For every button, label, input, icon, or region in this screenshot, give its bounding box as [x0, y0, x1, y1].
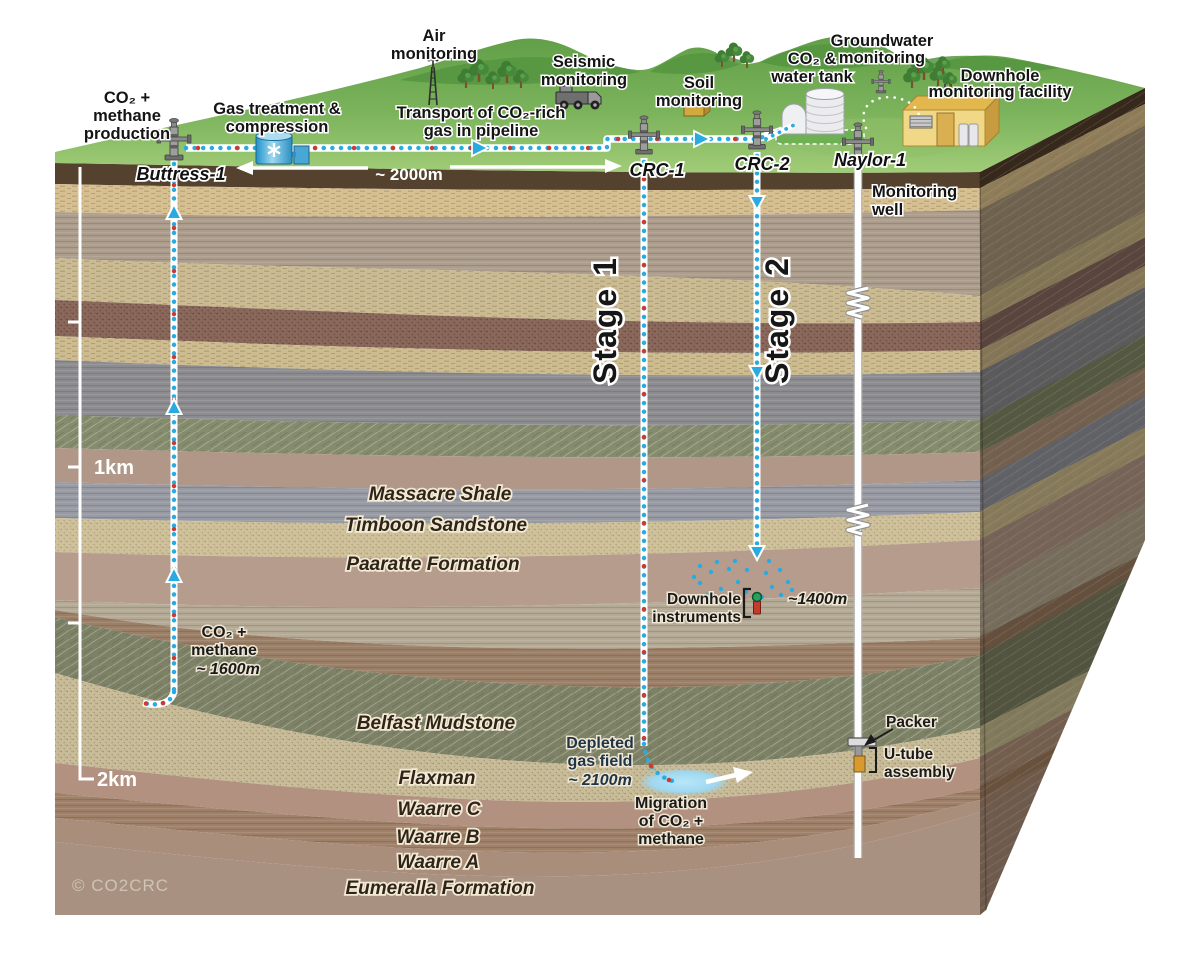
- groundwater-label-line1: Groundwater: [831, 32, 934, 50]
- naylor-monitoring-well: [845, 162, 877, 858]
- distance-arrow-2000m: [236, 159, 622, 175]
- crc1-name: CRC-1: [629, 160, 684, 180]
- migration-arrow-head: [733, 767, 753, 783]
- block-corner-edge: [979, 171, 987, 911]
- buttress-name: Buttress-1: [136, 164, 225, 184]
- seismic-truck: [555, 85, 602, 110]
- migration-label-line1: Migration: [635, 795, 707, 812]
- transport-label-line1: Transport of CO₂-rich: [397, 104, 566, 122]
- co2-methane-1600-line1: CO₂ +: [202, 624, 247, 641]
- depleted-gas-field-line1: Depleted: [566, 735, 634, 752]
- hill-shade-3: [760, 44, 905, 70]
- downhole-facility-label-line2: monitoring facility: [928, 83, 1072, 101]
- block-side-face: [979, 88, 1145, 915]
- air-monitoring-label-line1: Air: [423, 27, 447, 45]
- arrow-head-right: [605, 159, 622, 173]
- seismic-label-line1: Seismic: [553, 53, 615, 71]
- distance-label-2000m: ~ 2000m: [375, 165, 443, 184]
- arrow-head-left: [236, 161, 253, 175]
- formation-timboon-sandstone: Timboon Sandstone: [345, 515, 528, 536]
- stage1-label: Stage 1: [587, 256, 623, 384]
- air-monitoring-label-line2: monitoring: [391, 45, 477, 63]
- instrument-bracket: [742, 587, 751, 619]
- downward-flow-arrows: [747, 195, 767, 563]
- formation-paaratte: Paaratte Formation: [346, 554, 519, 575]
- monitoring-well-label-line1: Monitoring: [872, 183, 957, 201]
- crc2-name: CRC-2: [734, 154, 789, 174]
- co2-methane-1600-depth: ~ 1600m: [196, 661, 260, 678]
- transport-label-line2: gas in pipeline: [424, 122, 539, 140]
- buttress-well: [140, 160, 184, 708]
- copyright-credit: © CO2CRC: [72, 876, 169, 895]
- formation-belfast-mudstone: Belfast Mudstone: [357, 713, 516, 734]
- production-label-line1: CO₂ +: [104, 89, 150, 107]
- hill-shade-4: [915, 55, 1060, 73]
- geological-layers-front-face: [55, 163, 980, 915]
- production-label-line3: production: [84, 125, 170, 143]
- gas-bottle-2: [968, 123, 979, 147]
- soil-monitoring-box: [682, 97, 712, 117]
- monitoring-well-label-line2: well: [871, 201, 903, 219]
- air-monitoring-tower: [427, 56, 439, 106]
- telemetry-dashed-link: [862, 95, 921, 130]
- building-door: [936, 112, 955, 147]
- formation-waarre-b: Waarre B: [396, 827, 479, 848]
- migration-label-line2: of CO₂ +: [639, 813, 703, 830]
- gas-treatment-label-line2: compression: [226, 118, 329, 136]
- u-tube-label-line2: assembly: [884, 764, 955, 781]
- depleted-gas-field-depth: ~ 2100m: [568, 772, 632, 789]
- naylor-name: Naylor-1: [834, 150, 906, 170]
- gas-treatment-plant: [255, 131, 310, 165]
- downhole-monitoring-building: [901, 84, 1001, 148]
- crc2-well: [691, 152, 795, 619]
- migration-label-line3: methane: [638, 831, 704, 848]
- depth-scale-line: [78, 167, 94, 781]
- groundwater-label-line2: monitoring: [839, 49, 925, 67]
- soil-monitoring-label-line1: Soil: [684, 74, 714, 92]
- depleted-gas-field-line2: gas field: [568, 753, 633, 770]
- seismic-label-line2: monitoring: [541, 71, 627, 89]
- stage2-label: Stage 2: [759, 256, 795, 384]
- formation-massacre-shale: Massacre Shale: [369, 484, 512, 505]
- packer-label: Packer: [886, 714, 937, 731]
- soil-monitoring-label-line2: monitoring: [656, 92, 742, 110]
- gas-bottle-1: [958, 123, 969, 147]
- packer-pointer-line: [871, 728, 894, 742]
- depth-scale: [68, 167, 94, 781]
- upward-flow-arrows: [164, 201, 184, 583]
- formation-flaxman: Flaxman: [398, 768, 475, 789]
- depth-label-1km: 1km: [94, 457, 134, 479]
- co2-methane-1600-line2: methane: [191, 642, 257, 659]
- u-tube-sampler: [853, 755, 866, 773]
- formation-waarre-c: Waarre C: [397, 799, 480, 820]
- u-tube-bracket: [869, 747, 877, 773]
- production-label-line2: methane: [93, 107, 161, 125]
- downhole-instrument: [742, 587, 763, 619]
- pipeline-flow-arrows: [471, 129, 713, 158]
- tank-label-line1: CO₂ &: [788, 50, 837, 68]
- crc1-well: [638, 158, 753, 796]
- depth-label-2km: 2km: [97, 769, 137, 791]
- migration-arrow-shaft: [705, 772, 737, 785]
- downhole-instruments-line1: Downhole: [667, 591, 741, 608]
- formation-eumeralla: Eumeralla Formation: [346, 878, 535, 899]
- downhole-instruments-line2: instruments: [652, 609, 741, 626]
- formation-waarre-a: Waarre A: [397, 852, 479, 873]
- u-tube-label-line1: U-tube: [884, 746, 933, 763]
- tank-label-line2: water tank: [770, 68, 853, 86]
- downhole-facility-label-line1: Downhole: [961, 67, 1040, 85]
- packer-pointer-head: [864, 734, 876, 746]
- injection-depth-1400: ~1400m: [788, 591, 847, 608]
- crc1-well-kick: [641, 741, 679, 785]
- gas-treatment-label-line1: Gas treatment &: [213, 100, 341, 118]
- injected-gas-plume: [638, 768, 730, 796]
